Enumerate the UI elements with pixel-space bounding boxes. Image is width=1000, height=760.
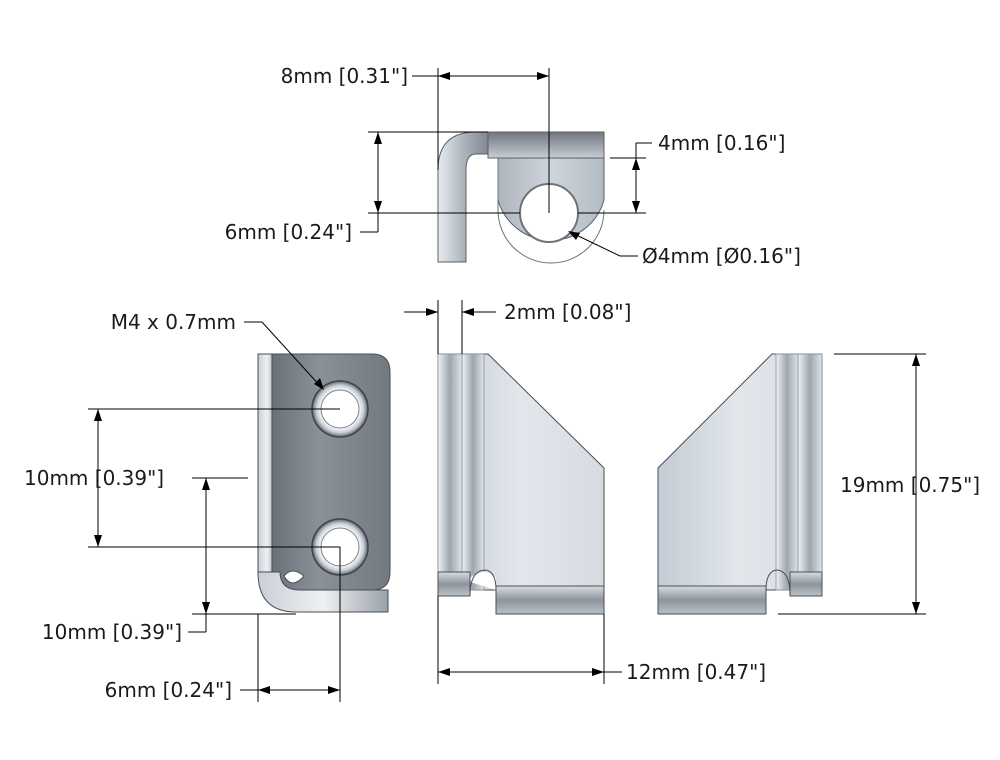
width-label: 12mm [0.47"]	[626, 660, 766, 684]
hole-diameter-label: Ø4mm [Ø0.16"]	[642, 244, 801, 268]
top-hole-offset-label: 4mm [0.16"]	[658, 131, 785, 155]
height-label: 19mm [0.75"]	[840, 473, 980, 497]
top-view	[437, 131, 605, 264]
side-view-left	[437, 353, 605, 615]
top-width-label: 8mm [0.31"]	[281, 64, 408, 88]
hole-to-bottom-label: 10mm [0.39"]	[42, 620, 182, 644]
side-view-right	[657, 353, 823, 615]
top-depth-label: 6mm [0.24"]	[225, 220, 352, 244]
dimension-lines	[88, 68, 926, 702]
thickness-label: 2mm [0.08"]	[504, 300, 631, 324]
thread-label: M4 x 0.7mm	[111, 310, 236, 334]
hole-to-back-label: 6mm [0.24"]	[105, 678, 232, 702]
front-view	[257, 353, 391, 613]
hole-spacing-label: 10mm [0.39"]	[24, 466, 164, 490]
